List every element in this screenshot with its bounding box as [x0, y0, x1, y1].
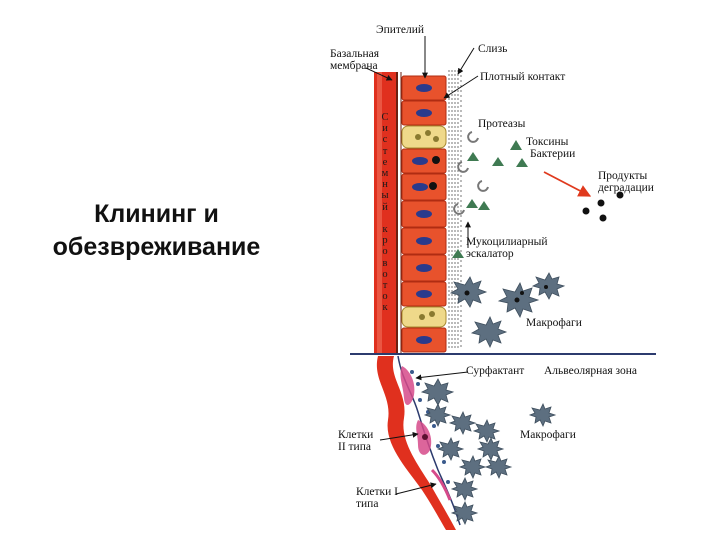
granule	[415, 134, 421, 140]
degradation-products	[582, 191, 624, 222]
vertical-letter: о	[382, 291, 388, 303]
proteases	[453, 131, 489, 215]
label-basal-membrane: Базальная мембрана	[330, 48, 379, 72]
label-bacteria: Бактерии	[530, 148, 576, 160]
granule	[433, 136, 439, 142]
vertical-letter: т	[382, 280, 388, 292]
surfactant-leader	[415, 371, 469, 381]
nucleus	[416, 336, 432, 344]
label-toxins: Токсины	[526, 136, 569, 148]
label-mucociliary-escalator: Мукоцилиарный эскалатор	[466, 236, 548, 260]
label-tight-junction: Плотный контакт	[480, 71, 566, 83]
blood-vessel-highlight	[377, 72, 382, 354]
label-macrophages-upper: Макрофаги	[526, 317, 582, 329]
vertical-letter: о	[382, 246, 388, 258]
basal-membrane-leader	[365, 67, 393, 81]
vertical-letter: в	[382, 257, 388, 269]
granule	[429, 311, 435, 317]
nucleus	[416, 290, 432, 298]
vertical-letter: ы	[381, 190, 389, 202]
vertical-letter: м	[381, 168, 389, 180]
nucleus	[416, 264, 432, 272]
type2-nucleus	[422, 434, 428, 440]
vertical-letter: о	[382, 268, 388, 280]
epithelial-cells	[401, 75, 447, 353]
vertical-letter: т	[382, 145, 388, 157]
bacterium	[429, 182, 437, 190]
vertical-letter	[379, 213, 391, 224]
type2-leader	[379, 431, 419, 441]
macrophages-upper	[449, 272, 566, 348]
nucleus	[416, 109, 432, 117]
vertical-letter: и	[382, 123, 388, 135]
goblet-cell	[401, 125, 447, 149]
vertical-letter: й	[382, 201, 388, 213]
vertical-letter: р	[382, 235, 388, 247]
nucleus	[416, 84, 432, 92]
slide-title: Клининг и обезвреживание	[52, 200, 261, 261]
vertical-letter: с	[382, 134, 388, 146]
nucleus	[412, 157, 428, 165]
leader-lines	[365, 36, 479, 495]
nucleus	[412, 183, 428, 191]
surfactant	[410, 370, 450, 484]
label-alveolar-zone: Альвеолярная зона	[544, 365, 638, 377]
label-macrophages-lower: Макрофаги	[520, 429, 576, 441]
type2-cell	[400, 366, 415, 406]
toxins	[452, 140, 528, 258]
bacterium	[432, 156, 440, 164]
label-type2-cells: Клетки II типа	[338, 429, 374, 453]
vertical-letter: к	[382, 224, 388, 236]
macrophage-nuclei	[464, 285, 548, 303]
granule	[425, 130, 431, 136]
label-mucus: Слизь	[478, 43, 508, 55]
mucus-leader	[457, 47, 475, 75]
vertical-letter: н	[382, 179, 388, 191]
label-epithelium: Эпителий	[376, 24, 425, 36]
tight-junction-leader	[443, 75, 479, 99]
macrophages-lower	[420, 378, 557, 525]
vertical-letter: к	[382, 302, 388, 314]
label-surfactant: Сурфактант	[466, 365, 525, 377]
label-degradation-products: Продукты деградации	[598, 170, 654, 194]
lower-vessel	[376, 356, 456, 530]
nucleus	[416, 237, 432, 245]
vertical-letter: С	[381, 112, 389, 123]
label-proteases: Протеазы	[478, 118, 526, 130]
granule	[419, 314, 425, 320]
degradation-arrow	[543, 171, 592, 197]
nucleus	[416, 210, 432, 218]
label-type1-cells: Клетки I типа	[356, 486, 398, 510]
type1-leader	[395, 482, 437, 495]
vertical-letter: е	[382, 156, 388, 168]
type1-cell	[430, 468, 452, 501]
